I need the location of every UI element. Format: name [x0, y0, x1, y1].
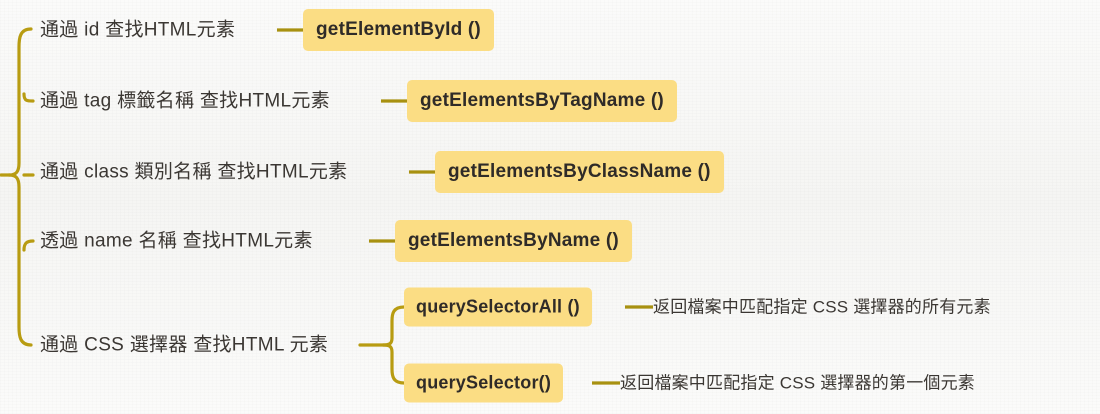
- method-badge-get-elements-by-name[interactable]: getElementsByName (): [395, 220, 632, 262]
- method-badge-get-elements-by-tag-name[interactable]: getElementsByTagName (): [407, 80, 677, 122]
- branch-label-by-name[interactable]: 透過 name 名稱 查找HTML元素: [40, 230, 313, 252]
- branch-label-by-tag[interactable]: 通過 tag 標籤名稱 查找HTML元素: [40, 90, 330, 112]
- description-query-selector-all: 返回檔案中匹配指定 CSS 選擇器的所有元素: [653, 297, 991, 317]
- branch-tick-name: [22, 239, 35, 252]
- branch-label-by-css-selector[interactable]: 通過 CSS 選擇器 查找HTML 元素: [40, 334, 329, 356]
- branch-tick-tag: [22, 92, 35, 103]
- method-badge-query-selector-all[interactable]: querySelectorAll (): [404, 287, 592, 327]
- main-bracket: [7, 27, 33, 347]
- css-sub-bracket: [381, 305, 406, 385]
- branch-label-by-id[interactable]: 通過 id 查找HTML元素: [40, 19, 236, 41]
- method-badge-get-elements-by-class-name[interactable]: getElementsByClassName (): [435, 151, 724, 193]
- method-badge-query-selector[interactable]: querySelector(): [404, 363, 564, 403]
- branch-label-by-class[interactable]: 通過 class 類別名稱 查找HTML元素: [40, 161, 348, 183]
- method-badge-get-element-by-id[interactable]: getElementById (): [303, 9, 494, 51]
- description-query-selector: 返回檔案中匹配指定 CSS 選擇器的第一個元素: [620, 373, 975, 393]
